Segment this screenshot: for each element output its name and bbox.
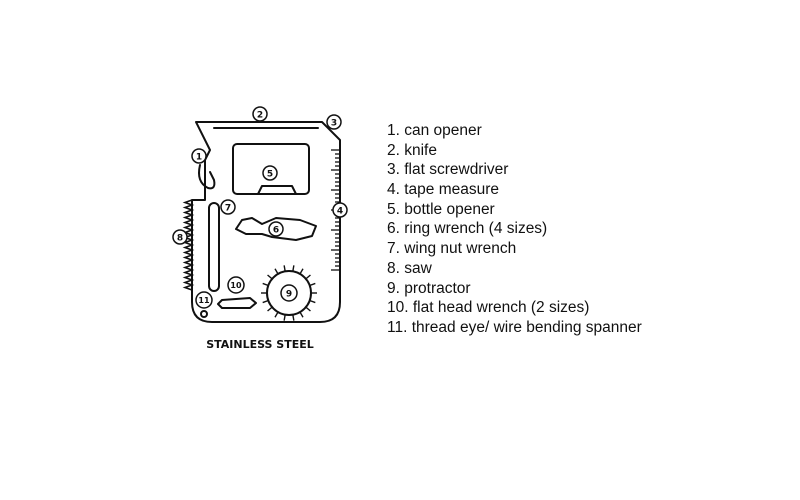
callout-7: 7 [220, 199, 236, 215]
protractor-tick [283, 265, 286, 272]
callout-5-label: 5 [267, 170, 273, 180]
protractor-tick [267, 274, 273, 280]
protractor-tick [292, 314, 295, 321]
protractor-tick [262, 282, 269, 287]
callout-4-label: 4 [337, 207, 343, 217]
callout-11: 11 [195, 291, 213, 309]
protractor-tick [274, 311, 279, 318]
protractor-tick [274, 268, 279, 275]
callout-9-label: 9 [286, 290, 292, 300]
callout-11-label: 11 [198, 296, 210, 305]
legend-item: 10. flat head wrench (2 sizes) [387, 299, 590, 317]
callout-8-label: 8 [177, 234, 183, 244]
protractor-tick [262, 299, 269, 304]
survival-card-diagram: 1 2 3 4 5 [150, 95, 370, 365]
flat-head-wrench-slot [217, 297, 257, 309]
callout-10-label: 10 [230, 281, 242, 290]
legend-item: 6. ring wrench (4 sizes) [387, 220, 548, 238]
legend-item: 8. saw [387, 259, 432, 277]
bottle-opener-window [232, 143, 310, 195]
protractor-tick [283, 314, 286, 321]
callout-10: 10 [227, 276, 245, 294]
legend-item: 1. can opener [387, 122, 482, 139]
protractor-tick [299, 311, 304, 318]
callout-6: 6 [268, 221, 284, 237]
can-opener-hook [198, 164, 216, 190]
protractor-tick [309, 282, 316, 287]
material-label: STAINLESS STEEL [206, 338, 314, 351]
callout-1-label: 1 [196, 153, 202, 163]
bottle-opener-lip [257, 185, 297, 195]
callout-2: 2 [252, 106, 268, 122]
protractor-tick [267, 306, 273, 312]
callout-8: 8 [172, 229, 188, 245]
callout-1: 1 [191, 148, 207, 164]
legend-item: 3. flat screwdriver [387, 161, 509, 179]
callout-6-label: 6 [273, 226, 279, 236]
survival-card-drawing: 1 2 3 4 5 [172, 106, 348, 351]
protractor-tick [305, 306, 311, 312]
protractor-tick [299, 268, 304, 275]
legend-item: 2. knife [387, 141, 437, 159]
legend-item: 4. tape measure [387, 181, 500, 199]
callout-3-label: 3 [331, 119, 337, 129]
legend-item: 9. protractor [387, 279, 471, 297]
wing-nut-wrench-slot [208, 202, 220, 292]
thread-eye-hole [200, 310, 208, 318]
legend-item: 5. bottle opener [387, 200, 495, 218]
callout-2-label: 2 [257, 111, 263, 121]
callout-5: 5 [262, 165, 278, 181]
protractor-tick [292, 265, 295, 272]
ruler-ticks [331, 149, 340, 271]
ring-wrench-slot [235, 217, 317, 241]
legend-item: 7. wing nut wrench [387, 240, 517, 258]
callout-9: 9 [280, 284, 298, 302]
protractor-tick [309, 299, 316, 304]
callout-4: 4 [332, 202, 348, 218]
callout-3: 3 [326, 114, 342, 130]
callout-7-label: 7 [225, 204, 231, 214]
parts-legend: 1. can opener 2. knife 3. flat screwdriv… [387, 121, 642, 338]
protractor-ticks [261, 265, 317, 321]
protractor-tick [305, 274, 311, 280]
saw-teeth [182, 199, 195, 291]
legend-item: 11. thread eye/ wire bending spanner [387, 318, 642, 336]
